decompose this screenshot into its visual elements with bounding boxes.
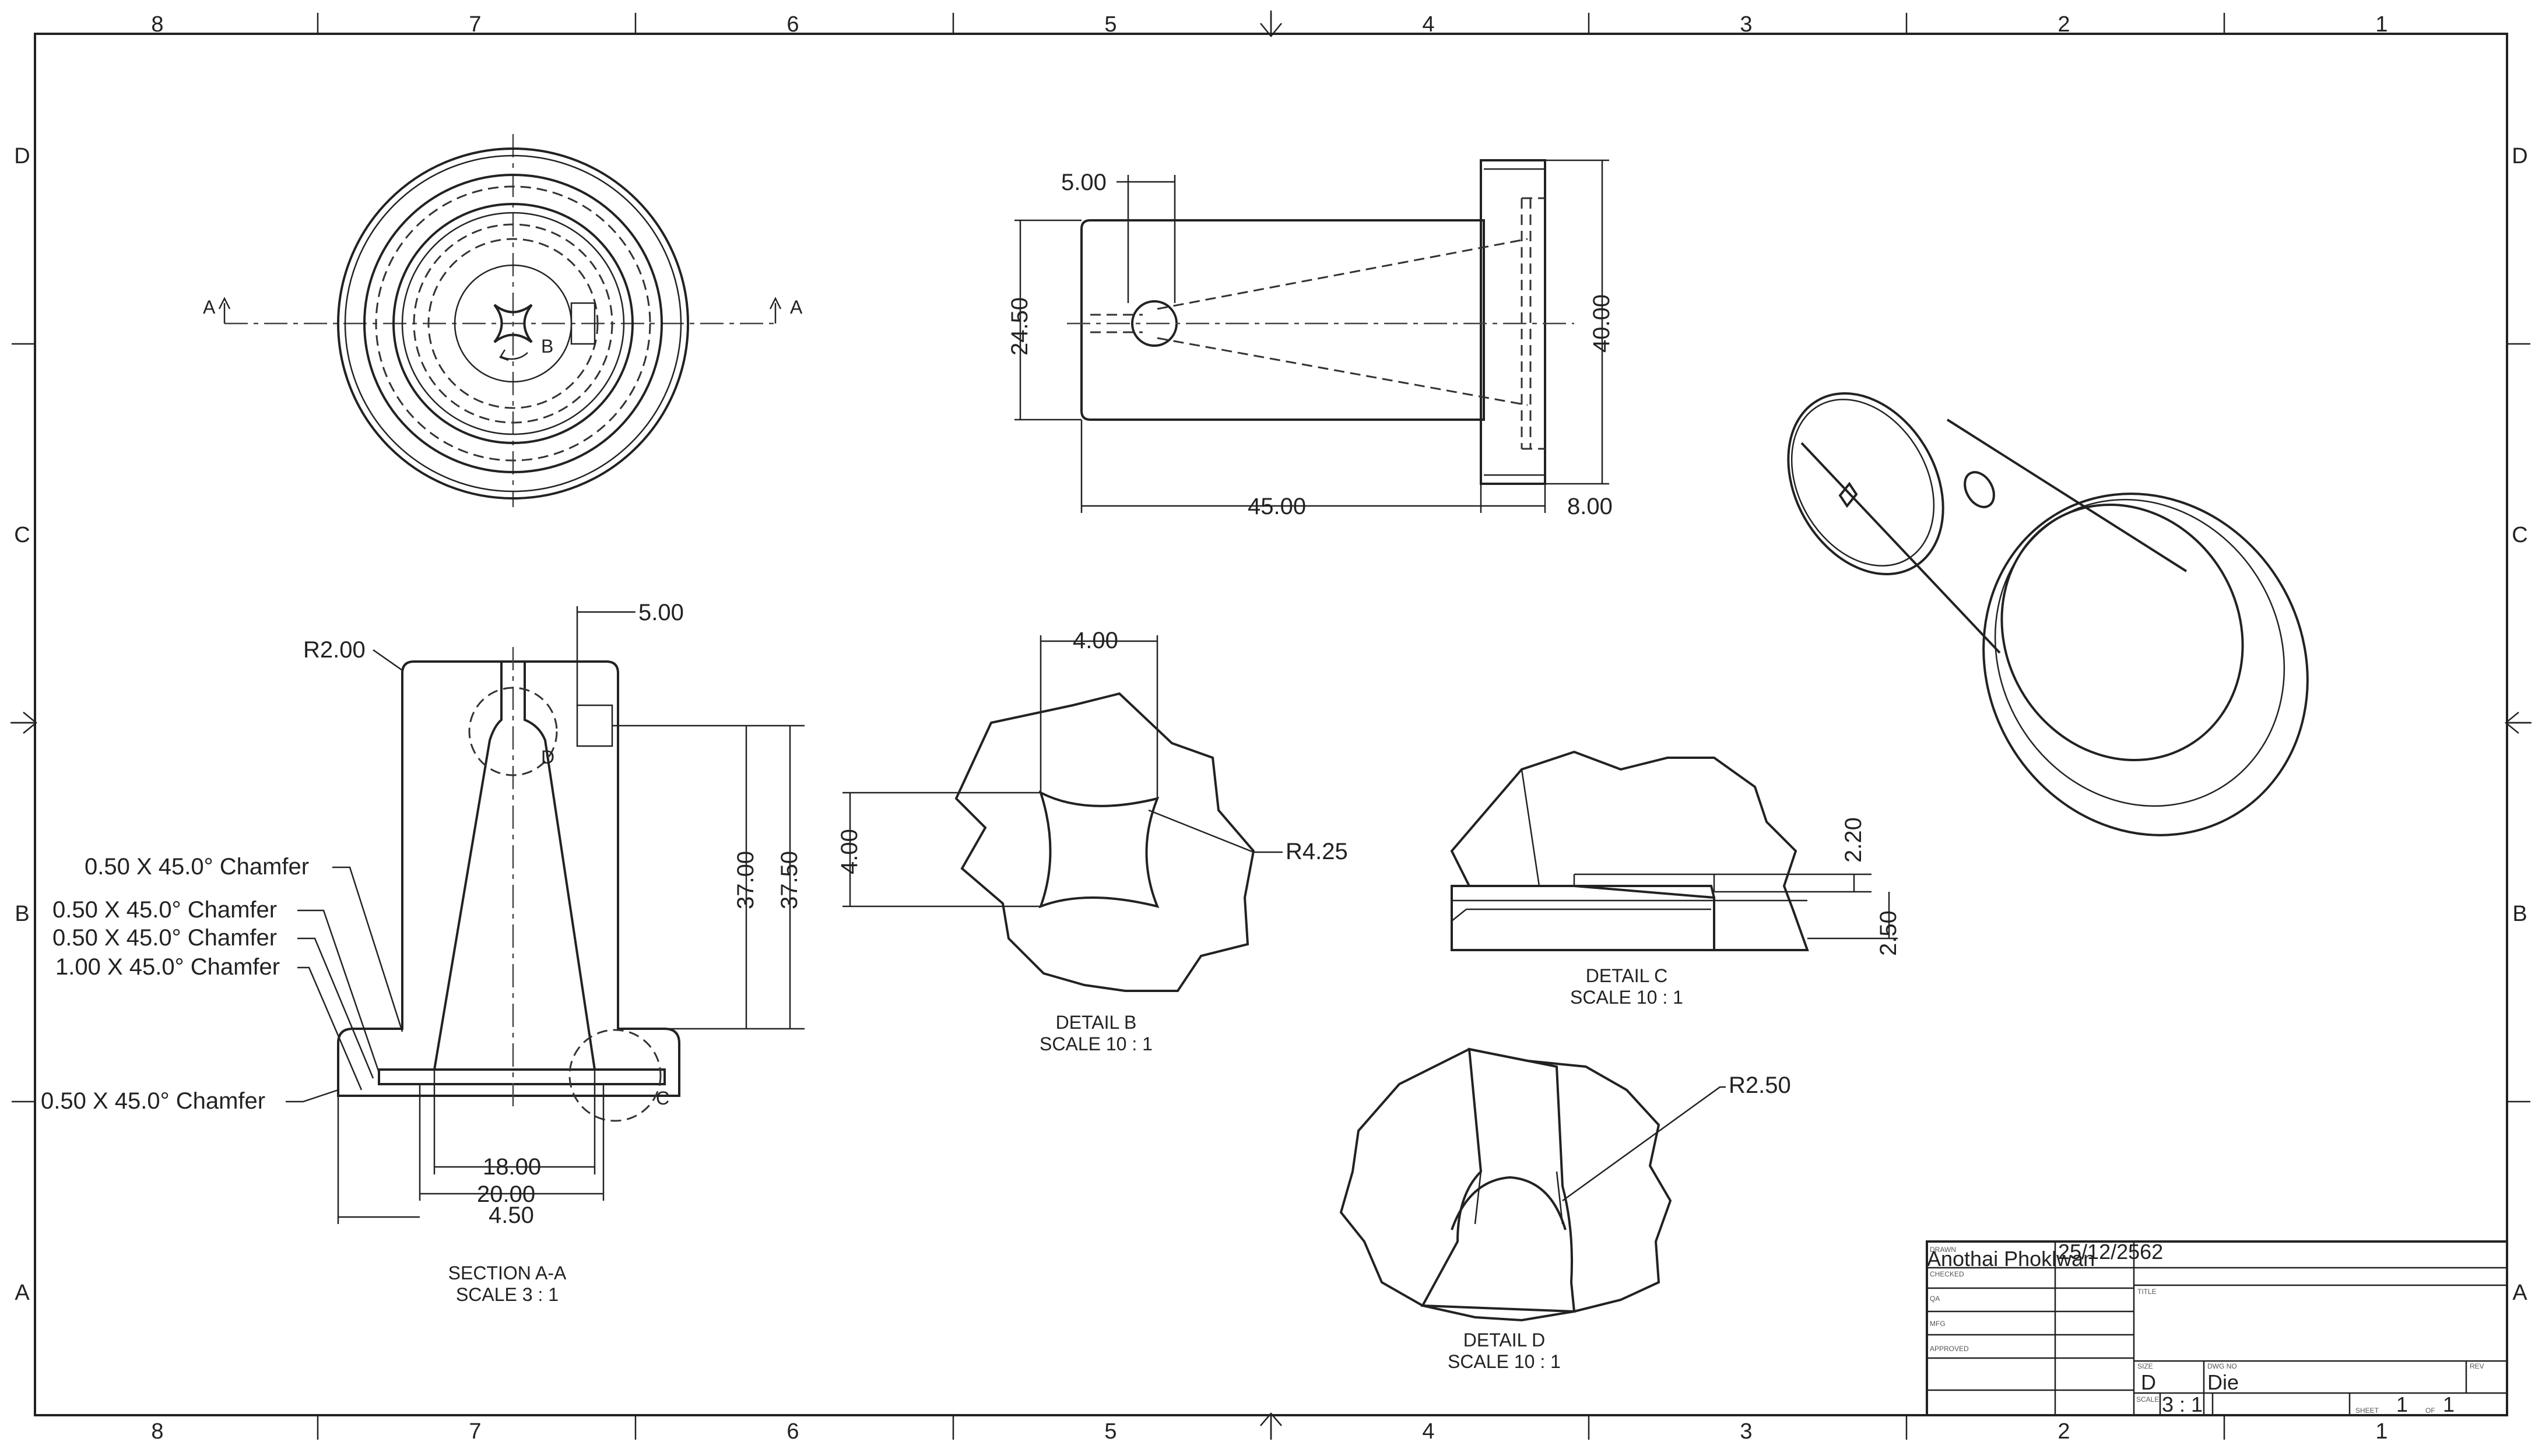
zone-col-7-bottom: 7 (469, 1419, 481, 1444)
isometric-view (1787, 392, 2309, 836)
zone-col-5-bottom: 5 (1104, 1419, 1116, 1444)
zone-row-d-right: D (2512, 144, 2527, 168)
tb-approved-label: APPROVED (1930, 1345, 1969, 1353)
tb-drawn-label: DRAWN (1930, 1246, 1956, 1254)
detail-c-view: 2.20 2.50 DETAIL C SCALE 10 : 1 (1450, 750, 1901, 1008)
dim-side-hole: 5.00 (1061, 170, 1107, 195)
zone-col-6-bottom: 6 (787, 1419, 799, 1444)
zone-col-1-bottom: 1 (2375, 1419, 2387, 1444)
tb-sheet-total: 1 (2443, 1392, 2455, 1416)
zone-col-3: 3 (1740, 12, 1752, 37)
title-block: DRAWN Anothai Phoklwan 25/12/2562 CHECKE… (1926, 1240, 2508, 1416)
tb-scale-label: SCALE (2136, 1395, 2159, 1404)
dim-det-c-1: 2.20 (1841, 817, 1866, 863)
zone-row-d: D (14, 144, 30, 168)
tb-qa-label: QA (1930, 1295, 1940, 1303)
detail-b-marker: B (541, 336, 553, 357)
zone-col-1: 1 (2375, 12, 2387, 37)
dim-det-d-radius: R2.50 (1729, 1072, 1791, 1098)
tb-checked-label: CHECKED (1930, 1270, 1964, 1278)
dim-sec-bottom-1: 18.00 (483, 1154, 541, 1180)
dim-sec-depth-2: 37.50 (777, 851, 802, 909)
zone-labels-left: D C B A (14, 144, 30, 1305)
detail-c-marker: C (656, 1088, 669, 1109)
detail-d-view: R2.50 DETAIL D SCALE 10 : 1 (1339, 1047, 1791, 1372)
zone-row-b-right: B (2512, 902, 2527, 926)
zone-col-5: 5 (1104, 12, 1116, 37)
dim-det-b-radius: R4.25 (1286, 839, 1348, 864)
dim-det-b-height: 4.00 (837, 829, 862, 874)
detail-b-view: 4.00 4.00 R4.25 DETAIL B SCALE 10 : 1 (837, 628, 1348, 1054)
section-a-a-scale: SCALE 3 : 1 (456, 1284, 559, 1305)
dim-side-length: 45.00 (1248, 494, 1306, 519)
tb-date: 25/12/2562 (2058, 1240, 2163, 1264)
zone-col-2-bottom: 2 (2058, 1419, 2070, 1444)
tb-of-label: OF (2425, 1406, 2435, 1415)
dim-side-flange-dia: 40.00 (1589, 294, 1614, 353)
dim-det-b-width: 4.00 (1073, 628, 1118, 653)
section-a-a-view: D C 5.00 R2.00 37.00 37.50 18.00 20.00 4… (41, 600, 805, 1305)
detail-c-title: DETAIL C (1586, 965, 1667, 986)
dim-side-flange-thk: 8.00 (1567, 494, 1613, 519)
tb-rev-label: REV (2470, 1362, 2484, 1370)
tb-size-label: SIZE (2137, 1362, 2153, 1370)
zone-col-7: 7 (469, 12, 481, 37)
zone-col-2: 2 (2058, 12, 2070, 37)
zone-ticks (12, 13, 2530, 1440)
zone-col-3-bottom: 3 (1740, 1419, 1752, 1444)
detail-d-title: DETAIL D (1463, 1330, 1545, 1351)
zone-row-c: C (14, 523, 30, 547)
detail-d-scale: SCALE 10 : 1 (1448, 1351, 1561, 1372)
dim-sec-top-offset: 5.00 (638, 600, 684, 625)
dim-sec-depth-1: 37.00 (733, 851, 759, 909)
dim-det-c-2: 2.50 (1876, 910, 1901, 956)
tb-title-label: TITLE (2137, 1288, 2157, 1296)
zone-row-c-right: C (2512, 523, 2527, 547)
zone-col-8: 8 (151, 12, 163, 37)
tb-sheet-label: SHEET (2355, 1406, 2379, 1415)
zone-row-b: B (15, 902, 29, 926)
detail-c-scale: SCALE 10 : 1 (1570, 987, 1683, 1008)
detail-b-title: DETAIL B (1056, 1012, 1137, 1033)
section-a-a-title: SECTION A-A (448, 1262, 567, 1283)
chamfer-label-2: 0.50 X 45.0° Chamfer (52, 897, 277, 923)
zone-labels-top: 8 7 6 5 4 3 2 1 (151, 12, 2387, 37)
detail-b-scale: SCALE 10 : 1 (1040, 1033, 1153, 1054)
tb-scale: 3 : 1 (2162, 1392, 2203, 1416)
chamfer-label-1: 0.50 X 45.0° Chamfer (85, 854, 309, 880)
side-view: 5.00 24.50 40.00 45.00 8.00 (1007, 159, 1614, 519)
detail-d-marker: D (541, 747, 554, 768)
tb-dwg-label: DWG NO (2207, 1362, 2237, 1370)
zone-row-a-right: A (2512, 1281, 2527, 1305)
zone-labels-bottom: 8 7 6 5 4 3 2 1 (151, 1419, 2387, 1444)
centering-marks (10, 10, 2532, 1440)
tb-sheet: 1 (2396, 1392, 2408, 1416)
chamfer-label-5: 0.50 X 45.0° Chamfer (41, 1088, 265, 1114)
dim-sec-bottom-2: 20.00 (477, 1181, 535, 1207)
chamfer-label-3: 0.50 X 45.0° Chamfer (52, 925, 277, 951)
section-marker-right: A (790, 297, 803, 318)
tb-drawn-by: Anothai Phoklwan (1927, 1247, 2095, 1271)
zone-col-8-bottom: 8 (151, 1419, 163, 1444)
tb-mfg-label: MFG (1930, 1320, 1946, 1328)
dim-sec-radius: R2.00 (303, 637, 366, 663)
zone-col-4-bottom: 4 (1422, 1419, 1434, 1444)
dim-side-body-dia: 24.50 (1007, 297, 1033, 356)
section-marker-left: A (203, 297, 216, 318)
sheet-border (34, 33, 2508, 1416)
zone-col-4: 4 (1422, 12, 1434, 37)
zone-row-a: A (15, 1281, 30, 1305)
dim-sec-bottom-3: 4.50 (489, 1202, 534, 1228)
zone-col-6: 6 (787, 12, 799, 37)
top-view: B A A (203, 134, 803, 507)
zone-labels-right: D C B A (2512, 144, 2527, 1305)
chamfer-label-4: 1.00 X 45.0° Chamfer (55, 954, 280, 980)
tb-dwg-no: Die (2207, 1370, 2239, 1394)
tb-size: D (2141, 1370, 2156, 1394)
